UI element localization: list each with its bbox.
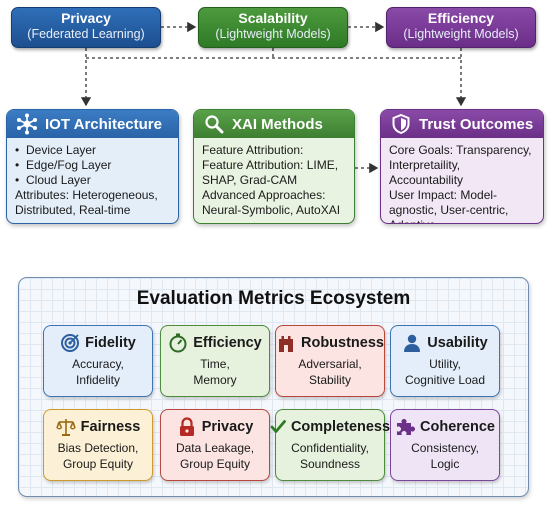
trust-line: Core Goals: Transparency, Interpretailit… bbox=[389, 143, 532, 187]
list-item: Cloud Layer bbox=[15, 173, 170, 188]
metric-desc: Cognitive Load bbox=[404, 373, 486, 387]
privacy-pill: Privacy (Federated Learning) bbox=[11, 7, 161, 48]
xai-header: XAI Methods bbox=[194, 110, 354, 138]
xai-title: XAI Methods bbox=[232, 115, 323, 133]
iot-body: Device Layer Edge/Fog Layer Cloud Layer … bbox=[7, 138, 178, 223]
iot-header: IOT Architecture bbox=[7, 110, 178, 138]
metric-card-efficiency: Efficiency Time, Memory bbox=[160, 325, 270, 397]
metric-desc: Stability bbox=[308, 373, 352, 387]
trust-outcomes-box: Trust Outcomes Core Goals: Transparency,… bbox=[380, 109, 544, 224]
metric-card-usability: Usability Utility, Cognitive Load bbox=[390, 325, 500, 397]
efficiency-subtitle: (Lightweight Models) bbox=[403, 27, 519, 41]
privacy-title: Privacy bbox=[61, 10, 111, 26]
evaluation-metrics-panel: Evaluation Metrics Ecosystem Fidelity Ac… bbox=[18, 277, 529, 497]
metric-card-coherence: Coherence Consistency, Logic bbox=[390, 409, 500, 481]
efficiency-title: Efficiency bbox=[427, 10, 495, 26]
metric-card-privacy: Privacy Data Leakage, Group Equity bbox=[160, 409, 270, 481]
xai-methods-box: XAI Methods Feature Attribution: Feature… bbox=[193, 109, 355, 224]
metric-desc: Time, bbox=[200, 357, 230, 371]
checkmark-icon bbox=[270, 417, 286, 437]
metric-desc: Soundness bbox=[299, 457, 361, 471]
privacy-subtitle: (Federated Learning) bbox=[27, 27, 145, 41]
metric-desc: Accuracy, bbox=[72, 357, 124, 371]
metric-desc: Bias Detection, bbox=[57, 441, 139, 455]
person-icon bbox=[402, 333, 422, 353]
target-icon bbox=[60, 333, 80, 353]
metric-desc: Adversarial, bbox=[298, 357, 362, 371]
metric-title: Coherence bbox=[420, 419, 495, 435]
lock-icon bbox=[177, 417, 197, 437]
network-icon bbox=[15, 113, 39, 135]
metric-card-fairness: Fairness Bias Detection, Group Equity bbox=[43, 409, 153, 481]
metric-title: Fidelity bbox=[85, 335, 136, 351]
metric-desc: Confidentiality, bbox=[291, 441, 369, 455]
ecosystem-title: Evaluation Metrics Ecosystem bbox=[136, 288, 411, 309]
xai-line: Feature Attribution: LIME, SHAP, Grad-CA… bbox=[202, 158, 339, 187]
magnifier-icon bbox=[202, 113, 226, 135]
xai-line: Advanced Approaches: Neural-Symbolic, Au… bbox=[202, 188, 341, 217]
metric-title: Completeness bbox=[290, 419, 391, 435]
list-item: Edge/Fog Layer bbox=[15, 158, 170, 173]
trust-line: User Impact: Model-agnostic, User-centri… bbox=[389, 188, 509, 223]
list-item: Device Layer bbox=[15, 143, 170, 158]
metric-title: Efficiency bbox=[193, 335, 262, 351]
trust-header: Trust Outcomes bbox=[381, 110, 543, 138]
metric-title: Privacy bbox=[201, 419, 254, 435]
scalability-pill: Scalability (Lightweight Models) bbox=[198, 7, 348, 48]
iot-architecture-box: IOT Architecture Device Layer Edge/Fog L… bbox=[6, 109, 179, 224]
iot-title: IOT Architecture bbox=[45, 115, 162, 133]
metric-desc: Utility, bbox=[429, 357, 461, 371]
puzzle-icon bbox=[395, 417, 416, 437]
metric-card-robustness: Robustness Adversarial, Stability bbox=[275, 325, 385, 397]
xai-body: Feature Attribution: Feature Attribution… bbox=[194, 138, 354, 223]
scales-icon bbox=[55, 417, 76, 437]
metric-card-fidelity: Fidelity Accuracy, Infidelity bbox=[43, 325, 153, 397]
metric-desc: Data Leakage, bbox=[175, 441, 255, 455]
stopwatch-icon bbox=[168, 333, 188, 353]
efficiency-pill: Efficiency (Lightweight Models) bbox=[386, 7, 536, 48]
metric-title: Usability bbox=[427, 335, 488, 351]
metric-desc: Memory bbox=[193, 373, 237, 387]
metric-desc: Consistency, bbox=[411, 441, 479, 455]
xai-line: Feature Attribution: bbox=[202, 143, 304, 157]
metric-desc: Logic bbox=[430, 457, 460, 471]
castle-icon bbox=[276, 333, 296, 353]
scalability-subtitle: (Lightweight Models) bbox=[215, 27, 331, 41]
metric-title: Robustness bbox=[301, 335, 384, 351]
trust-title: Trust Outcomes bbox=[419, 115, 534, 133]
metric-desc: Group Equity bbox=[179, 457, 251, 471]
trust-body: Core Goals: Transparency, Interpretailit… bbox=[381, 138, 543, 223]
metric-title: Fairness bbox=[80, 419, 141, 435]
metric-card-completeness: Completeness Confidentiality, Soundness bbox=[270, 409, 390, 481]
scalability-title: Scalability bbox=[238, 10, 308, 26]
iot-bullet-list: Device Layer Edge/Fog Layer Cloud Layer bbox=[15, 143, 170, 188]
iot-attributes: Attributes: Heterogeneous, Distributed, … bbox=[15, 188, 158, 217]
metric-desc: Group Equity bbox=[62, 457, 134, 471]
metric-desc: Infidelity bbox=[75, 373, 121, 387]
shield-icon bbox=[389, 113, 413, 135]
